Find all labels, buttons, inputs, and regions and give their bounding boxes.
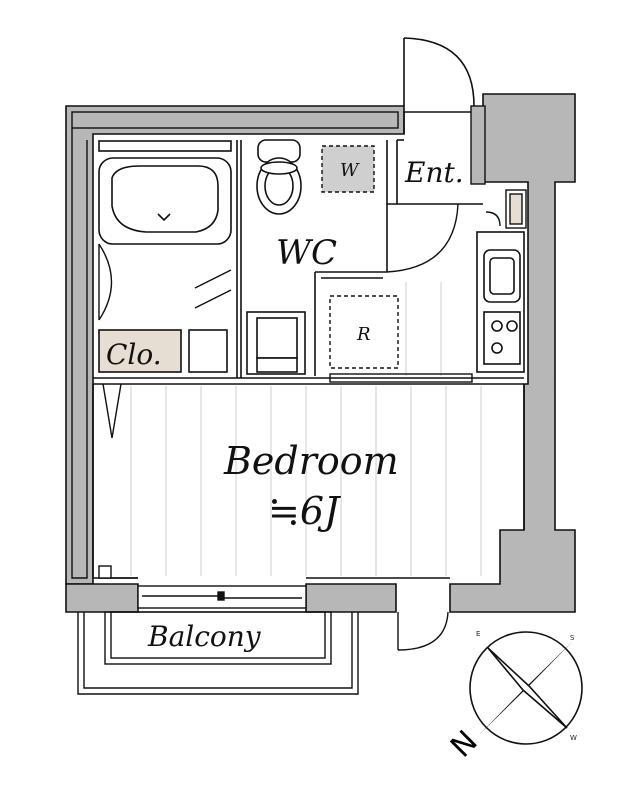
outlet-box (98, 565, 112, 579)
balcony-window (137, 585, 307, 609)
washer-label: W (340, 160, 360, 181)
compass-needle-short (487, 647, 568, 729)
wall-right (449, 93, 576, 613)
compass-north: N (444, 724, 485, 765)
bathtub (98, 157, 232, 245)
bedroom-floor (130, 282, 482, 576)
toilet (256, 139, 302, 215)
wc-door (386, 203, 459, 273)
washer-space (321, 145, 375, 193)
bathroom-door (98, 243, 232, 321)
refrigerator-label: R (356, 324, 371, 345)
compass-east: E (476, 630, 480, 638)
closet-door (102, 383, 122, 439)
bedroom-label: Bedroom (223, 439, 399, 483)
shoe-box (485, 189, 527, 229)
refrigerator-space (329, 295, 399, 369)
balcony (77, 611, 359, 695)
wc-label: WC (276, 233, 337, 273)
bedroom-door-rail (329, 373, 473, 383)
bedroom-size: ≒6J (268, 489, 341, 533)
balcony-label: Balcony (147, 620, 262, 653)
closet (98, 329, 182, 373)
closet-label: Clo. (106, 338, 162, 371)
wall-inner-lines (71, 111, 399, 579)
wall-entrance-right (470, 105, 486, 185)
entrance-door (403, 37, 475, 107)
compass-south: S (570, 634, 575, 642)
entrance-label: Ent. (404, 156, 464, 189)
partitions (92, 111, 525, 579)
stove (483, 311, 521, 365)
wall-bottom-middle (305, 583, 397, 613)
compass: E S W N (444, 630, 583, 765)
wall-bottom-left (65, 583, 139, 613)
service-door (397, 611, 449, 651)
vanity (246, 311, 306, 375)
washbasin (188, 329, 228, 373)
outer-walls (65, 93, 576, 613)
compass-ring (469, 631, 583, 745)
compass-west: W (570, 734, 577, 742)
sink (483, 249, 521, 303)
